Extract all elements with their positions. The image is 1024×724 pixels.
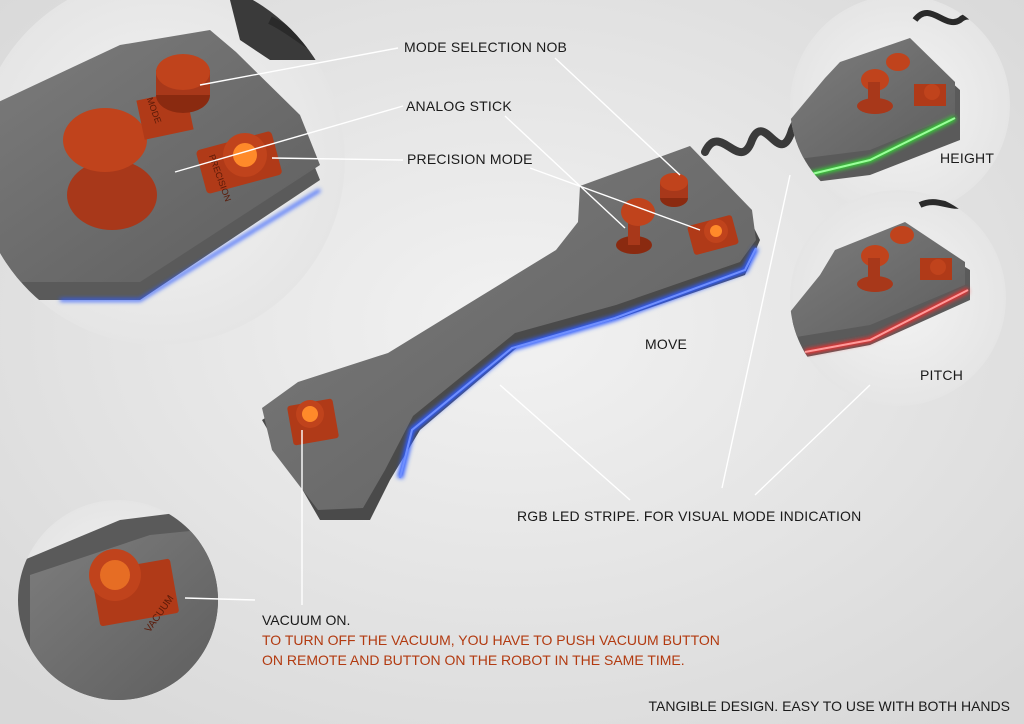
label-rgb-led: RGB LED STRIPE. FOR VISUAL MODE INDICATI… <box>517 508 862 524</box>
main-remote <box>262 111 819 520</box>
footer-tagline: TANGIBLE DESIGN. EASY TO USE WITH BOTH H… <box>648 698 1010 714</box>
label-analog-stick: ANALOG STICK <box>406 98 512 114</box>
zoom-bottom-left: VACUUM <box>18 500 218 700</box>
label-pitch: PITCH <box>920 367 963 383</box>
zoom-pitch <box>790 190 1006 406</box>
vacuum-note-line-1: TO TURN OFF THE VACUUM, YOU HAVE TO PUSH… <box>262 632 720 648</box>
vacuum-callout: VACUUM ON. TO TURN OFF THE VACUUM, YOU H… <box>262 610 720 670</box>
label-move: MOVE <box>645 336 688 352</box>
zoom-height <box>790 0 1010 215</box>
vacuum-note-line-2: ON REMOTE AND BUTTON ON THE ROBOT IN THE… <box>262 652 685 668</box>
label-vacuum-on: VACUUM ON. <box>262 612 351 628</box>
callout-lines <box>174 47 871 605</box>
label-height: HEIGHT <box>940 150 995 166</box>
label-precision-mode: PRECISION MODE <box>407 151 533 167</box>
zoom-top-left: MODE PRECISION <box>0 0 345 345</box>
label-mode-selection: MODE SELECTION NOB <box>404 39 568 55</box>
